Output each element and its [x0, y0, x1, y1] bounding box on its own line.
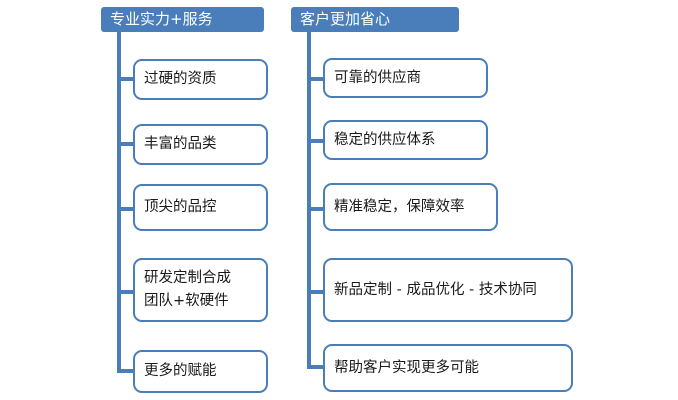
right-item-box-2[interactable]: 稳定的供应体系 — [323, 120, 488, 160]
right-item-label-5: 帮助客户实现更多可能 — [334, 359, 479, 376]
left-item-box-3[interactable]: 顶尖的品控 — [133, 184, 268, 231]
left-column-trunk-line — [117, 32, 121, 373]
right-item-label-2: 稳定的供应体系 — [334, 131, 436, 148]
right-item-box-4[interactable]: 新品定制 - 成品优化 - 技术协同 — [323, 258, 573, 322]
left-item-box-1[interactable]: 过硬的资质 — [133, 59, 268, 100]
left-item-label-3: 顶尖的品控 — [144, 199, 217, 216]
right-item-box-3[interactable]: 精准稳定，保障效率 — [323, 183, 498, 231]
right-column-header[interactable]: 客户更加省心 — [291, 7, 459, 32]
right-branch-connector-5 — [307, 365, 325, 369]
left-branch-connector-3 — [117, 207, 135, 211]
left-branch-connector-2 — [117, 142, 135, 146]
right-item-box-1[interactable]: 可靠的供应商 — [323, 58, 488, 98]
right-column-trunk-line — [307, 32, 311, 369]
right-branch-connector-1 — [307, 77, 325, 81]
left-item-box-4[interactable]: 研发定制合成 团队+软硬件 — [133, 258, 268, 322]
left-item-label-1: 过硬的资质 — [144, 71, 217, 88]
left-item-label-5: 更多的赋能 — [144, 363, 217, 380]
right-branch-connector-3 — [307, 207, 325, 211]
left-branch-connector-1 — [117, 77, 135, 81]
right-item-label-3: 精准稳定，保障效率 — [334, 198, 465, 215]
left-item-label-2: 丰富的品类 — [144, 136, 217, 153]
left-branch-connector-5 — [117, 369, 135, 373]
right-item-label-4: 新品定制 - 成品优化 - 技术协同 — [334, 281, 537, 298]
right-item-label-1: 可靠的供应商 — [334, 69, 421, 86]
left-column-header[interactable]: 专业实力+服务 — [101, 7, 264, 32]
right-item-box-5[interactable]: 帮助客户实现更多可能 — [323, 344, 573, 392]
left-branch-connector-4 — [117, 290, 135, 294]
left-item-label-4-line1: 研发定制合成 — [144, 269, 231, 286]
left-item-label-4-line2: 团队+软硬件 — [144, 293, 229, 309]
right-branch-connector-2 — [307, 139, 325, 143]
left-item-box-2[interactable]: 丰富的品类 — [133, 124, 268, 165]
right-branch-connector-4 — [307, 290, 325, 294]
left-item-box-5[interactable]: 更多的赋能 — [133, 350, 268, 393]
